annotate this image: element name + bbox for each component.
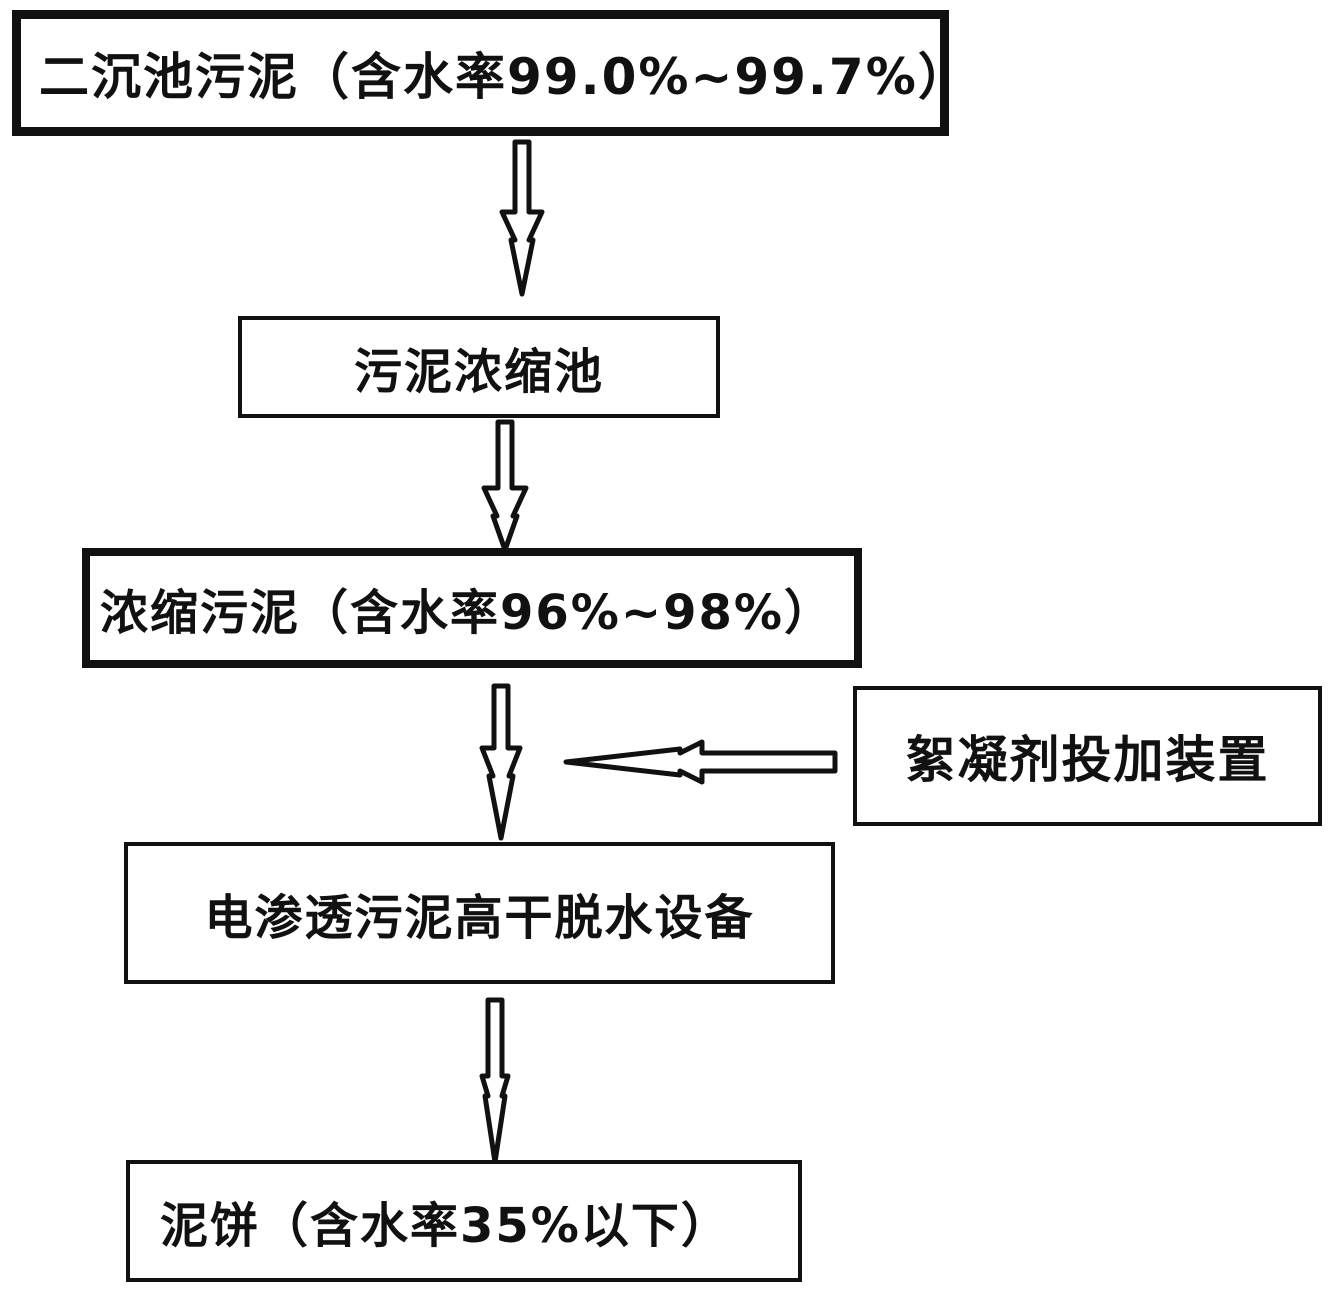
sludge-thickening-tank-label: 污泥浓缩池 xyxy=(353,344,604,400)
flocculant-dosing-device-label: 絮凝剂投加装置 xyxy=(905,731,1270,789)
mud-cake-box: 泥饼（含水率35%以下） xyxy=(126,1160,802,1282)
arrow-down-3 xyxy=(479,683,523,841)
secondary-clarifier-sludge-label: 二沉池污泥（含水率99.0%~99.7%） xyxy=(39,48,970,106)
thickened-sludge-label: 浓缩污泥（含水率96%~98%） xyxy=(100,585,835,641)
arrow-down-1 xyxy=(499,139,545,297)
thickened-sludge-box: 浓缩污泥（含水率96%~98%） xyxy=(82,548,862,668)
arrow-down-4 xyxy=(479,997,511,1165)
mud-cake-label: 泥饼（含水率35%以下） xyxy=(160,1198,731,1254)
flocculant-dosing-device-box: 絮凝剂投加装置 xyxy=(853,686,1322,826)
electro-osmosis-dewatering-equipment-box: 电渗透污泥高干脱水设备 xyxy=(124,842,835,984)
arrow-side-input xyxy=(563,739,838,785)
electro-osmosis-dewatering-equipment-label: 电渗透污泥高干脱水设备 xyxy=(204,890,755,946)
secondary-clarifier-sludge-box: 二沉池污泥（含水率99.0%~99.7%） xyxy=(12,10,968,136)
sludge-thickening-tank-box: 污泥浓缩池 xyxy=(238,316,720,418)
arrow-down-2 xyxy=(481,419,529,553)
